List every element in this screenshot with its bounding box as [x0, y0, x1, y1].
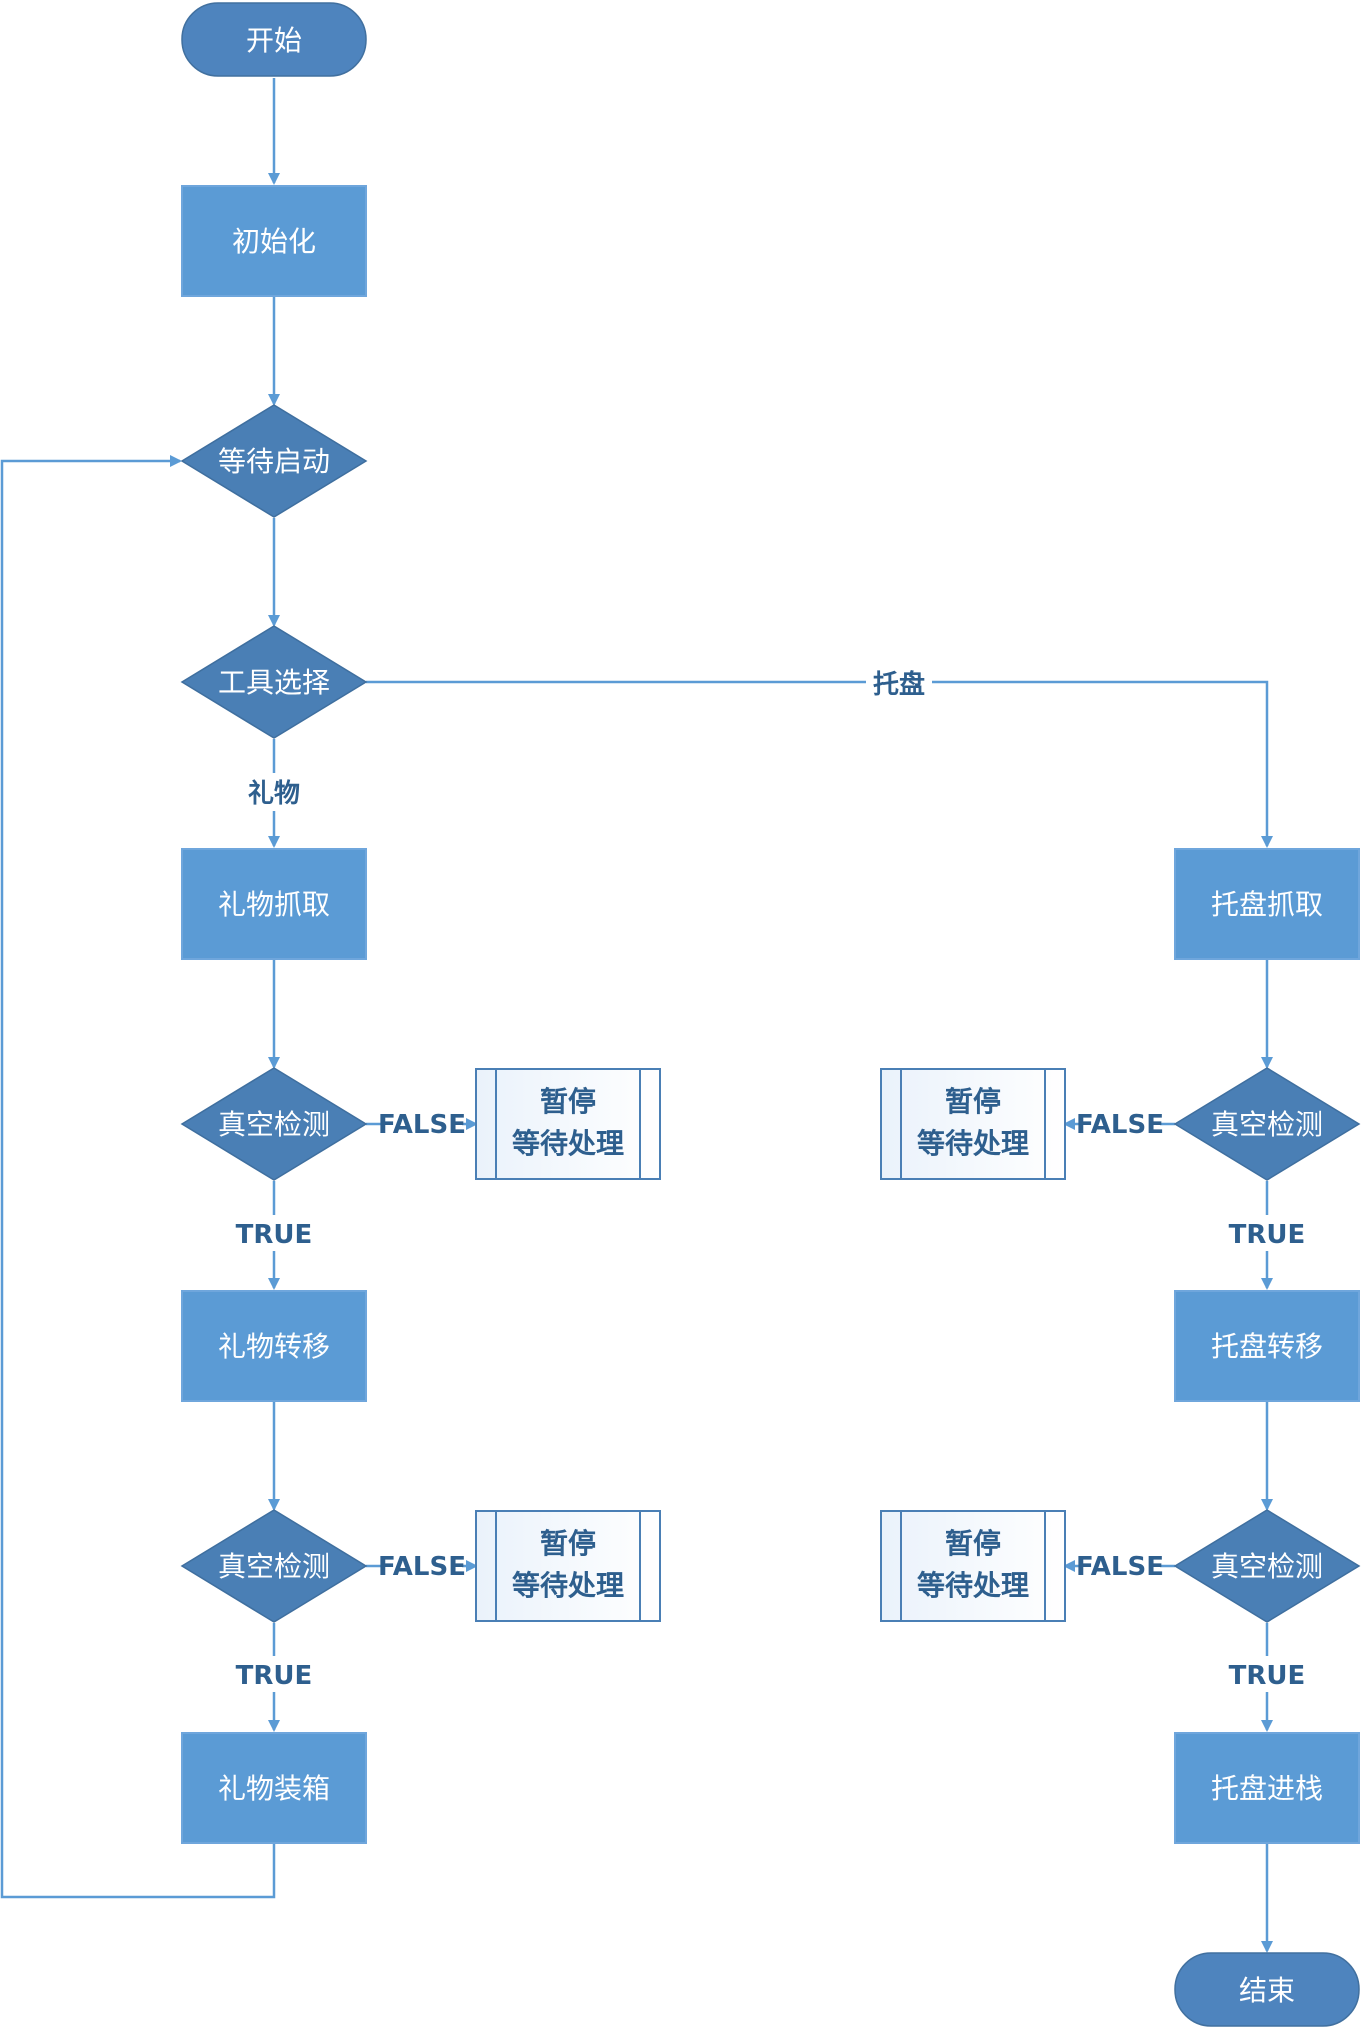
pause-line2: 等待处理 — [917, 1127, 1029, 1160]
tool-select-label: 工具选择 — [218, 666, 330, 699]
gift-grab-label: 礼物抓取 — [218, 888, 330, 921]
edges — [0, 78, 1273, 1953]
decision-gift-vacuum-2: 真空检测 — [180, 1509, 368, 1623]
gift-transfer-label: 礼物转移 — [218, 1330, 330, 1363]
tray-stack-label: 托盘进栈 — [1211, 1772, 1323, 1805]
process-tray-grab: 托盘抓取 — [1174, 848, 1360, 960]
pause-box-tray-2: 暂停 等待处理 — [880, 1510, 1066, 1622]
edge-label-false: FALSE — [378, 1110, 466, 1140]
pause-line1: 暂停 — [945, 1527, 1001, 1560]
process-gift-transfer: 礼物转移 — [181, 1290, 367, 1402]
gift-vac2-label: 真空检测 — [218, 1550, 330, 1583]
edge-pack-loop — [0, 455, 276, 1899]
decision-tool-select: 工具选择 — [180, 625, 368, 739]
tray-grab-label: 托盘抓取 — [1211, 888, 1323, 921]
process-gift-pack: 礼物装箱 — [181, 1732, 367, 1844]
pause-line2: 等待处理 — [917, 1569, 1029, 1602]
process-tray-stack: 托盘进栈 — [1174, 1732, 1360, 1844]
gift-vac1-label: 真空检测 — [218, 1108, 330, 1141]
decision-tray-vacuum-1: 真空检测 — [1173, 1067, 1361, 1181]
process-init: 初始化 — [181, 185, 367, 297]
pause-line1: 暂停 — [540, 1527, 596, 1560]
gift-pack-label: 礼物装箱 — [218, 1772, 330, 1805]
pause-box-gift-2: 暂停 等待处理 — [475, 1510, 661, 1622]
edge-label-true: TRUE — [236, 1661, 313, 1691]
end-label: 结束 — [1239, 1974, 1295, 2007]
wait-start-label: 等待启动 — [218, 445, 330, 478]
tray-transfer-label: 托盘转移 — [1211, 1330, 1323, 1363]
pause-box-gift-1: 暂停 等待处理 — [475, 1068, 661, 1180]
pause-box-tray-1: 暂停 等待处理 — [880, 1068, 1066, 1180]
edge-tool-traygrab — [366, 680, 1273, 848]
pause-line2: 等待处理 — [512, 1569, 624, 1602]
tray-vac1-label: 真空检测 — [1211, 1108, 1323, 1141]
decision-wait-start: 等待启动 — [180, 404, 368, 518]
edge-label-true: TRUE — [1229, 1661, 1306, 1691]
decision-tray-vacuum-2: 真空检测 — [1173, 1509, 1361, 1623]
pause-line1: 暂停 — [540, 1085, 596, 1118]
pause-line2: 等待处理 — [512, 1127, 624, 1160]
edge-label-tray: 托盘 — [873, 669, 925, 700]
tray-vac2-label: 真空检测 — [1211, 1550, 1323, 1583]
edge-label-gift: 礼物 — [248, 778, 300, 809]
edge-label-true: TRUE — [1229, 1220, 1306, 1250]
edge-labels: 托盘 礼物 TRUE TRUE TRUE TRUE FALSE FALSE FA… — [236, 664, 1306, 1692]
pause-line1: 暂停 — [945, 1085, 1001, 1118]
edge-label-false: FALSE — [1076, 1110, 1164, 1140]
terminal-end: 结束 — [1174, 1952, 1360, 2027]
edge-label-false: FALSE — [1076, 1552, 1164, 1582]
decision-gift-vacuum-1: 真空检测 — [180, 1067, 368, 1181]
edge-label-true: TRUE — [236, 1220, 313, 1250]
process-gift-grab: 礼物抓取 — [181, 848, 367, 960]
init-label: 初始化 — [232, 225, 316, 258]
terminal-start: 开始 — [181, 2, 367, 77]
process-tray-transfer: 托盘转移 — [1174, 1290, 1360, 1402]
start-label: 开始 — [246, 24, 302, 57]
edge-label-false: FALSE — [378, 1552, 466, 1582]
